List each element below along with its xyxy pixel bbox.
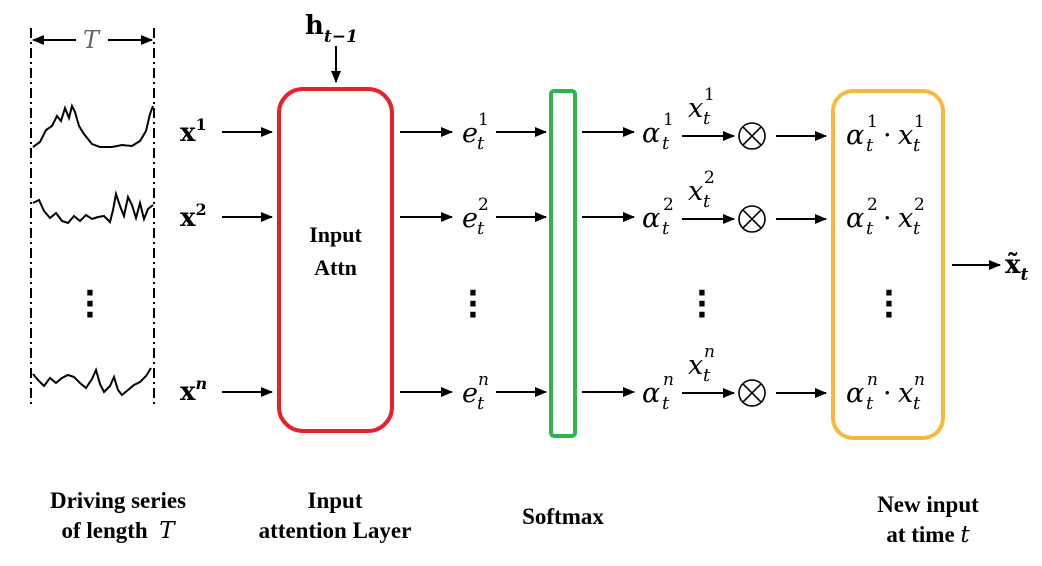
input-x2-label: x2 xyxy=(180,200,207,233)
multiply-icon xyxy=(738,122,766,150)
score-ellipsis: ··· xyxy=(467,276,479,333)
input-xn-label: xn xyxy=(180,374,208,407)
new-input-box xyxy=(831,89,945,440)
caption-input-attention-layer: Input attention Layer xyxy=(258,488,412,543)
series-2-curve xyxy=(32,190,154,225)
newinput-ellipsis: ··· xyxy=(883,276,895,333)
input-attn-box xyxy=(277,87,394,433)
output-label: x̃t xyxy=(1005,250,1029,285)
input-ellipsis: ··· xyxy=(84,276,96,333)
caption-softmax: Softmax xyxy=(522,504,604,529)
series-1-curve xyxy=(32,103,154,148)
caption-driving-series: Driving series of length T xyxy=(49,488,187,544)
window-length-label: T xyxy=(83,26,100,54)
hidden-state-label: ht−1 xyxy=(305,11,358,47)
window-bracket xyxy=(30,28,155,408)
input-x1-label: x1 xyxy=(180,115,207,148)
caption-new-input: New input at time t xyxy=(877,492,979,548)
weight-ellipsis: ··· xyxy=(696,276,708,333)
series-n-curve xyxy=(32,367,152,397)
multiply-icon xyxy=(738,379,766,407)
multiply-icon xyxy=(738,205,766,233)
softmax-box xyxy=(549,89,577,438)
